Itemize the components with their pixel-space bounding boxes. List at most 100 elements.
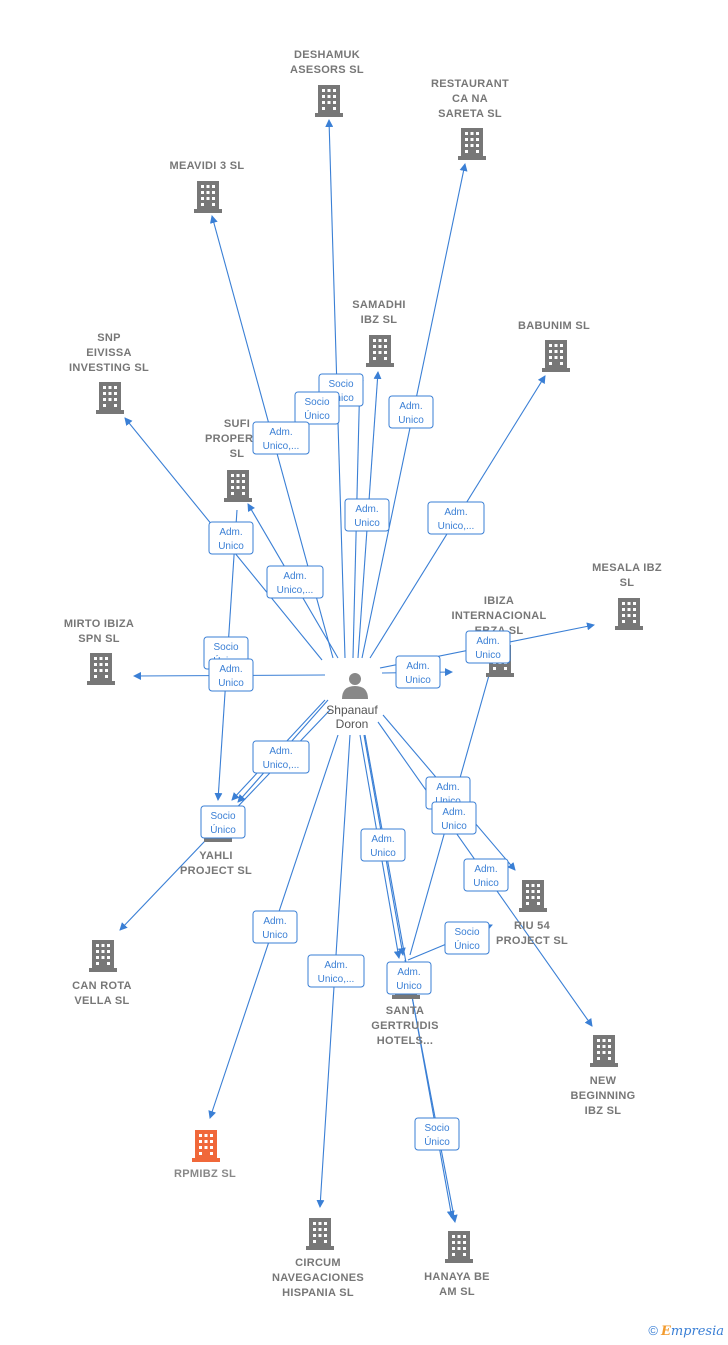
- company-label-line: NAVEGACIONES: [272, 1272, 364, 1284]
- building-icon: [519, 880, 547, 912]
- company-node-babunim[interactable]: BABUNIM SL: [518, 320, 590, 372]
- building-icon: [458, 128, 486, 160]
- building-icon: [615, 598, 643, 630]
- relation-label[interactable]: Adm.Unico: [395, 655, 441, 689]
- relation-label-text: Adm.: [406, 661, 429, 672]
- relation-label-text: Adm.: [324, 960, 347, 971]
- company-label-line: NEW: [590, 1075, 617, 1087]
- relation-label-box: [252, 421, 310, 455]
- relation-label-text: Unico: [441, 821, 467, 832]
- building-icon: [87, 653, 115, 685]
- building-icon: [542, 340, 570, 372]
- company-label-line: DESHAMUK: [294, 49, 360, 61]
- company-label-line: INTERNACIONAL: [452, 610, 547, 622]
- company-label-line: AM SL: [439, 1286, 475, 1298]
- relation-label-text: Único: [210, 823, 236, 836]
- building-icon: [194, 181, 222, 213]
- relation-label-text: Unico,...: [438, 521, 475, 532]
- company-label-line: SAMADHI: [352, 299, 405, 311]
- company-label-line: RPMIBZ SL: [174, 1168, 236, 1180]
- company-label-line: IBZ SL: [361, 314, 398, 326]
- relation-label-text: Unico: [398, 415, 424, 426]
- relation-label[interactable]: Adm.Unico: [431, 801, 477, 835]
- relation-label[interactable]: Adm. Unico: [208, 521, 254, 555]
- relation-label-box: [463, 858, 509, 892]
- relation-label-text: Adm.: [397, 967, 420, 978]
- relation-label[interactable]: Adm.Unico,...: [252, 740, 310, 774]
- company-label-line: SUFI: [224, 418, 250, 430]
- empresia-brand[interactable]: ©Empresia: [648, 1323, 724, 1339]
- relation-label-box: [360, 828, 406, 862]
- relation-label-text: Único: [424, 1135, 450, 1148]
- relation-label-text: Unico: [370, 848, 396, 859]
- relation-label-text: Adm.: [355, 504, 378, 515]
- relation-label-text: Unico: [218, 541, 244, 552]
- company-node-rpmibz[interactable]: RPMIBZ SL: [174, 1130, 236, 1180]
- company-label-line: SNP: [97, 332, 121, 344]
- building-icon: [96, 382, 124, 414]
- company-label-line: HISPANIA SL: [282, 1287, 354, 1299]
- company-node-samadhi[interactable]: SAMADHI IBZ SL: [352, 299, 405, 367]
- relation-label-text: Adm.: [283, 571, 306, 582]
- relation-label-box: [294, 391, 340, 425]
- relation-label[interactable]: Adm.Unico: [465, 630, 511, 664]
- relation-label[interactable]: Adm. Unico,...: [307, 954, 365, 988]
- company-label-line: SPN SL: [78, 633, 120, 645]
- company-label-line: SANTA: [386, 1005, 425, 1017]
- building-icon: [89, 940, 117, 972]
- relation-label-text: Adm.: [269, 746, 292, 757]
- company-node-meavidi[interactable]: MEAVIDI 3 SL: [170, 160, 245, 213]
- relation-label-text: Adm.: [436, 782, 459, 793]
- relation-label-text: Adm.: [219, 664, 242, 675]
- company-label-line: IBZ SL: [585, 1105, 622, 1117]
- company-label-line: SARETA SL: [438, 108, 502, 120]
- relation-label[interactable]: Adm.Unico: [463, 858, 509, 892]
- relation-label-text: Adm.: [399, 401, 422, 412]
- relation-label[interactable]: Adm.Unico,...: [427, 501, 485, 535]
- relation-label[interactable]: Adm.Unico: [208, 658, 254, 692]
- company-label-line: ASESORS SL: [290, 64, 364, 76]
- company-label-line: MESALA IBZ: [592, 562, 662, 574]
- company-label-line: GERTRUDIS: [371, 1020, 438, 1032]
- person-name-line: Shpanauf: [326, 703, 378, 717]
- copyright-icon: ©: [648, 1323, 658, 1338]
- relation-label-text: Socio: [424, 1123, 449, 1134]
- relation-label-box: [395, 655, 441, 689]
- relation-label-box: [252, 910, 298, 944]
- relation-label[interactable]: Adm. Unico: [388, 395, 434, 429]
- relation-label[interactable]: Adm. Unico: [386, 961, 432, 995]
- relation-label-text: Unico: [262, 930, 288, 941]
- company-node-deshamuk[interactable]: DESHAMUK ASESORS SL: [290, 49, 364, 117]
- relation-label-text: Adm.: [269, 427, 292, 438]
- relation-label[interactable]: Adm.Unico: [360, 828, 406, 862]
- relation-label[interactable]: Adm.Unico: [344, 498, 390, 532]
- building-icon: [366, 335, 394, 367]
- company-node-santa[interactable]: SANTAGERTRUDISHOTELS...: [371, 967, 438, 1047]
- relation-label-text: Unico,...: [318, 974, 355, 985]
- relation-label-text: Adm.: [474, 864, 497, 875]
- relation-label[interactable]: Adm.Unico: [252, 910, 298, 944]
- relation-label[interactable]: Adm.Unico,...: [252, 421, 310, 455]
- relation-label[interactable]: Adm. Unico,...: [266, 565, 324, 599]
- company-label-line: HANAYA BE: [424, 1271, 490, 1283]
- relation-label-text: Unico,...: [277, 585, 314, 596]
- relation-label-text: Socio: [213, 642, 238, 653]
- relation-label-text: Adm.: [219, 527, 242, 538]
- company-node-hanaya[interactable]: HANAYA BE AM SL: [424, 1231, 490, 1298]
- relation-label-text: Unico: [396, 981, 422, 992]
